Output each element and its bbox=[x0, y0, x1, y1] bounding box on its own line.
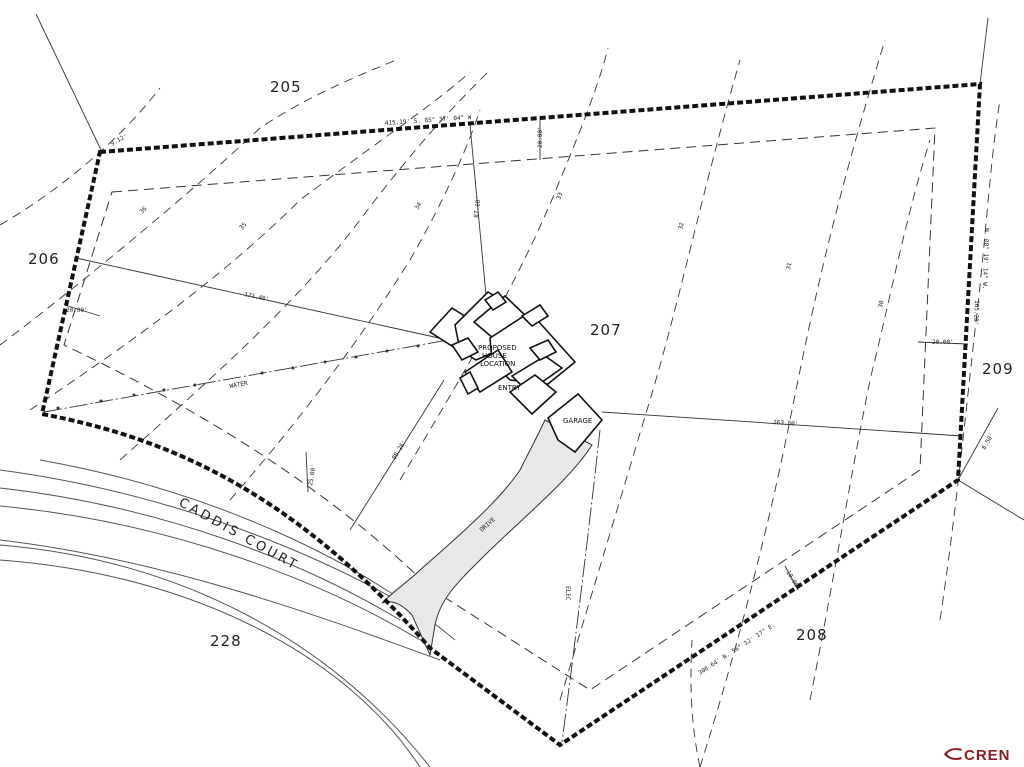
north-setback: 20.00' bbox=[537, 126, 544, 148]
lot-208-label: 208 bbox=[796, 626, 828, 644]
cren-swoosh-icon bbox=[944, 748, 962, 760]
lot-206-label: 206 bbox=[28, 250, 60, 268]
adjacent-lot-lines bbox=[35, 13, 1024, 591]
utility-lines bbox=[43, 339, 601, 743]
house-label-line1: PROPOSED bbox=[478, 344, 517, 352]
contour-labels: 36 35 34 33 32 31 30 bbox=[138, 191, 885, 308]
building-labels: PROPOSED HOUSE LOCATION ENTRY GARAGE bbox=[478, 344, 592, 425]
east-setback: 20.00' bbox=[932, 339, 954, 346]
dist-front: 25.00' bbox=[307, 464, 318, 487]
dist-east: 163.80' bbox=[773, 419, 799, 428]
setback-line bbox=[63, 127, 936, 691]
cren-logo: CREN bbox=[944, 747, 1011, 764]
corner-ne-label: 9.12' bbox=[110, 133, 129, 148]
house-label-line2: HOUSE bbox=[482, 352, 507, 360]
lot-228-label: 228 bbox=[210, 632, 242, 650]
water-line-markers bbox=[56, 344, 420, 410]
contour-label: 35 bbox=[238, 221, 248, 231]
water-label: WATER bbox=[229, 380, 248, 390]
street-curbs bbox=[0, 459, 456, 767]
lot-labels: 205 206 207 209 208 228 bbox=[28, 78, 1014, 650]
parcel-boundary bbox=[39, 81, 983, 748]
dist-north: 87.18' bbox=[473, 196, 482, 218]
dist-south: 88.26' bbox=[391, 439, 408, 461]
contour-lines bbox=[0, 39, 1001, 767]
driveway bbox=[381, 419, 593, 657]
lot-205-label: 205 bbox=[270, 78, 302, 96]
lot-207-label: 207 bbox=[590, 321, 622, 339]
east-length: 165.28' bbox=[972, 300, 980, 326]
contour-label: 36 bbox=[138, 205, 148, 215]
contour-label: 32 bbox=[677, 221, 686, 230]
cren-logo-text: CREN bbox=[964, 747, 1011, 764]
dist-west: 171.40' bbox=[244, 291, 270, 303]
garage-label: GARAGE bbox=[563, 417, 592, 425]
contour-label: 30 bbox=[877, 300, 885, 309]
west-setback: 20.00' bbox=[66, 307, 88, 314]
south-bearing: 306.64' N. 56° 12' 17" E. bbox=[697, 622, 777, 677]
contour-label: 33 bbox=[555, 191, 564, 201]
proposed-house bbox=[428, 290, 604, 454]
house-label-line3: LOCATION bbox=[480, 360, 515, 368]
contour-label: 34 bbox=[414, 201, 424, 211]
elec-label: ELEC bbox=[564, 586, 571, 601]
lot-209-label: 209 bbox=[982, 360, 1014, 378]
east-bearing: N. 00° 19' 14" W. bbox=[981, 228, 990, 290]
contour-label: 31 bbox=[785, 262, 793, 271]
entry-label: ENTRY bbox=[498, 384, 521, 392]
